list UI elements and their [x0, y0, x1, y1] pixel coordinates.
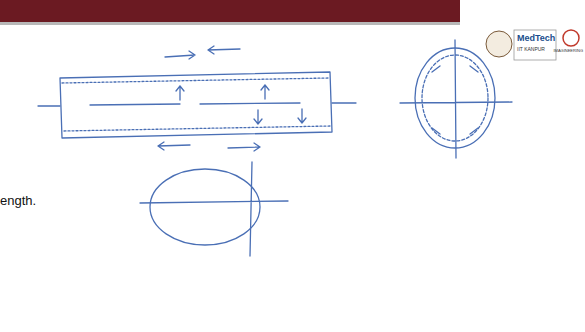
beam-axis [38, 103, 356, 106]
beam-bottom-layer [64, 126, 330, 131]
section-arrows [432, 66, 478, 134]
medtech-logo-box [514, 30, 556, 60]
title-bar-rule [0, 22, 460, 25]
shear-arrow [158, 142, 190, 150]
logo-text: MedTech [517, 33, 555, 43]
stress-arrow [254, 110, 262, 124]
logo-text: IIT KANPUR [517, 46, 545, 52]
title-bar [0, 0, 460, 22]
stress-arrow [261, 85, 269, 99]
section-circle [150, 169, 260, 245]
logo-text: IMAGINEERING [553, 48, 583, 53]
cut-text: ength. [0, 193, 36, 208]
shear-arrow [228, 143, 260, 151]
beam-top-layer [62, 78, 328, 83]
shear-arrow [208, 46, 240, 54]
section-axes [400, 40, 512, 158]
stress-arrow [298, 109, 306, 123]
iit-logo [486, 31, 512, 57]
stress-arrow [176, 86, 184, 100]
shear-arrow [165, 51, 195, 59]
imagineering-logo [563, 30, 579, 46]
section-axes [140, 162, 288, 256]
